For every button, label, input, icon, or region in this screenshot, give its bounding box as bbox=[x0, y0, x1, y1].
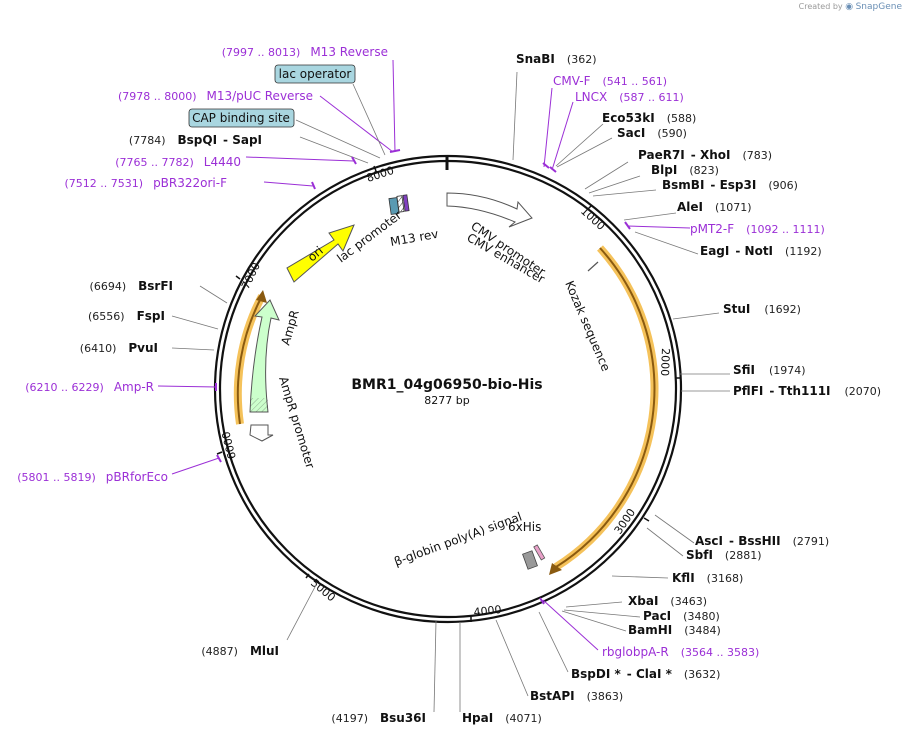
enzyme-pvui: (6410)PvuI bbox=[80, 341, 158, 355]
enzyme-sbfi: SbfI(2881) bbox=[686, 548, 762, 562]
enzyme-asci-bsshii: AscI- BssHII(2791) bbox=[695, 534, 829, 548]
m13-rev-mark bbox=[402, 194, 410, 212]
globin-signal-label: β-globin poly(A) signal bbox=[392, 510, 524, 569]
ampr-orf-arc-core bbox=[236, 295, 263, 425]
primer-leaders bbox=[157, 59, 691, 651]
enzyme-snabi: SnaBI(362) bbox=[516, 52, 597, 66]
tick-label-2000: 2000 bbox=[658, 348, 672, 376]
enzyme-bstapi: BstAPI(3863) bbox=[530, 689, 623, 703]
kozak-mark bbox=[587, 261, 599, 272]
primer-pmt2-f: pMT2-F(1092 .. 1111) bbox=[690, 222, 825, 236]
ampr-orf-arrowhead bbox=[256, 290, 267, 303]
tick-label-6000: 6000 bbox=[220, 430, 239, 460]
enzyme-mlui: (4887)MluI bbox=[201, 644, 279, 658]
enzyme-paer7i-xhoi: PaeR7I- XhoI(783) bbox=[638, 148, 772, 162]
enzyme-alei: AleI(1071) bbox=[677, 200, 752, 214]
enzyme-xbai: XbaI(3463) bbox=[628, 594, 707, 608]
his-tag-mark bbox=[533, 544, 546, 561]
enzyme-bspqi-sapi: (7784)BspQI- SapI bbox=[129, 133, 262, 147]
enzyme-blpi: BlpI(823) bbox=[651, 163, 719, 177]
enzyme-sfii: SfiI(1974) bbox=[733, 363, 806, 377]
plasmid-length: 8277 bp bbox=[424, 394, 469, 407]
primer-m13-puc-reverse: (7978 .. 8000)M13/pUC Reverse bbox=[118, 89, 313, 103]
primer-pbrforeco: (5801 .. 5819)pBRforEco bbox=[17, 470, 168, 484]
enzyme-fspi: (6556)FspI bbox=[88, 309, 165, 323]
enzyme-kfli: KflI(3168) bbox=[672, 571, 743, 585]
plasmid-name: BMR1_04g06950-bio-His bbox=[351, 377, 542, 393]
orf-arrowhead bbox=[549, 563, 562, 575]
snapgene-logo-icon: ◉ bbox=[845, 2, 854, 12]
boxed-features: lac operator CAP binding site bbox=[188, 64, 356, 128]
enzyme-bsu36i: (4197)Bsu36I bbox=[331, 711, 426, 725]
ampr-hatch bbox=[250, 398, 268, 412]
enzyme-pflfi-tth111i: PflFI- Tth111I(2070) bbox=[733, 384, 881, 398]
primer-amp-r: (6210 .. 6229)Amp-R bbox=[25, 380, 154, 394]
primer-m13-reverse: (7997 .. 8013)M13 Reverse bbox=[222, 45, 388, 59]
ampr-arrow bbox=[249, 299, 280, 413]
cmv-arrow bbox=[446, 192, 533, 228]
credit-prefix: Created by bbox=[798, 2, 843, 11]
enzyme-eco53ki: Eco53kI(588) bbox=[602, 111, 696, 125]
primer-pbr322ori-f: (7512 .. 7531)pBR322ori-F bbox=[65, 176, 228, 190]
credit-brand: SnapGene bbox=[855, 2, 902, 12]
tick-label-1000: 1000 bbox=[578, 205, 608, 233]
snapgene-credit: Created by ◉ SnapGene bbox=[799, 2, 902, 12]
enzyme-bsrfi: (6694)BsrFI bbox=[90, 279, 173, 293]
ori-arrow bbox=[286, 224, 355, 283]
enzyme-paci: PacI(3480) bbox=[643, 609, 720, 623]
enzyme-eagi-noti: EagI- NotI(1192) bbox=[700, 244, 822, 258]
tick-label-4000: 4000 bbox=[473, 603, 502, 619]
his-tag-label: 6xHis bbox=[508, 520, 541, 534]
lac-operator-box bbox=[274, 64, 356, 84]
ampr-label: AmpR bbox=[278, 308, 301, 346]
primer-l4440: (7765 .. 7782)L4440 bbox=[115, 155, 241, 169]
cap-binding-site-box bbox=[188, 108, 295, 128]
lac-operator-label: lac operator bbox=[279, 67, 352, 81]
tick-label-8000: 8000 bbox=[365, 164, 396, 185]
kozak-sequence-label: Kozak sequence bbox=[562, 279, 613, 374]
ampr-promoter-arrow bbox=[249, 424, 274, 442]
enzyme-labels: SnaBI(362) Eco53kI(588) SacI(590) PaeR7I… bbox=[80, 52, 881, 725]
ampr-promoter-label: AmpR promoter bbox=[276, 375, 317, 470]
enzyme-bamhi: BamHI(3484) bbox=[628, 623, 721, 637]
enzyme-leaders bbox=[171, 71, 730, 713]
enzyme-stui: StuI(1692) bbox=[723, 302, 801, 316]
enzyme-bspdi-clai: BspDI *- ClaI *(3632) bbox=[571, 667, 720, 681]
enzyme-bsmbi-esp3i: BsmBI- Esp3I(906) bbox=[662, 178, 798, 192]
cap-binding-site-label: CAP binding site bbox=[192, 111, 290, 125]
primer-rbglobpa-r: rbglobpA-R(3564 .. 3583) bbox=[602, 645, 759, 659]
enzyme-saci: SacI(590) bbox=[617, 126, 687, 140]
primer-labels: (7997 .. 8013)M13 Reverse (7978 .. 8000)… bbox=[17, 45, 825, 659]
globin-mark bbox=[522, 550, 538, 570]
lac-operator-mark bbox=[396, 195, 405, 213]
primer-cmv-f: CMV-F(541 .. 561) bbox=[553, 74, 667, 88]
primer-lncx: LNCX(587 .. 611) bbox=[575, 90, 684, 104]
orf-arc-core bbox=[555, 247, 656, 568]
enzyme-hpai: HpaI(4071) bbox=[462, 711, 542, 725]
tick-label-7000: 7000 bbox=[239, 260, 263, 291]
m13-rev-label: M13 rev bbox=[389, 227, 439, 249]
